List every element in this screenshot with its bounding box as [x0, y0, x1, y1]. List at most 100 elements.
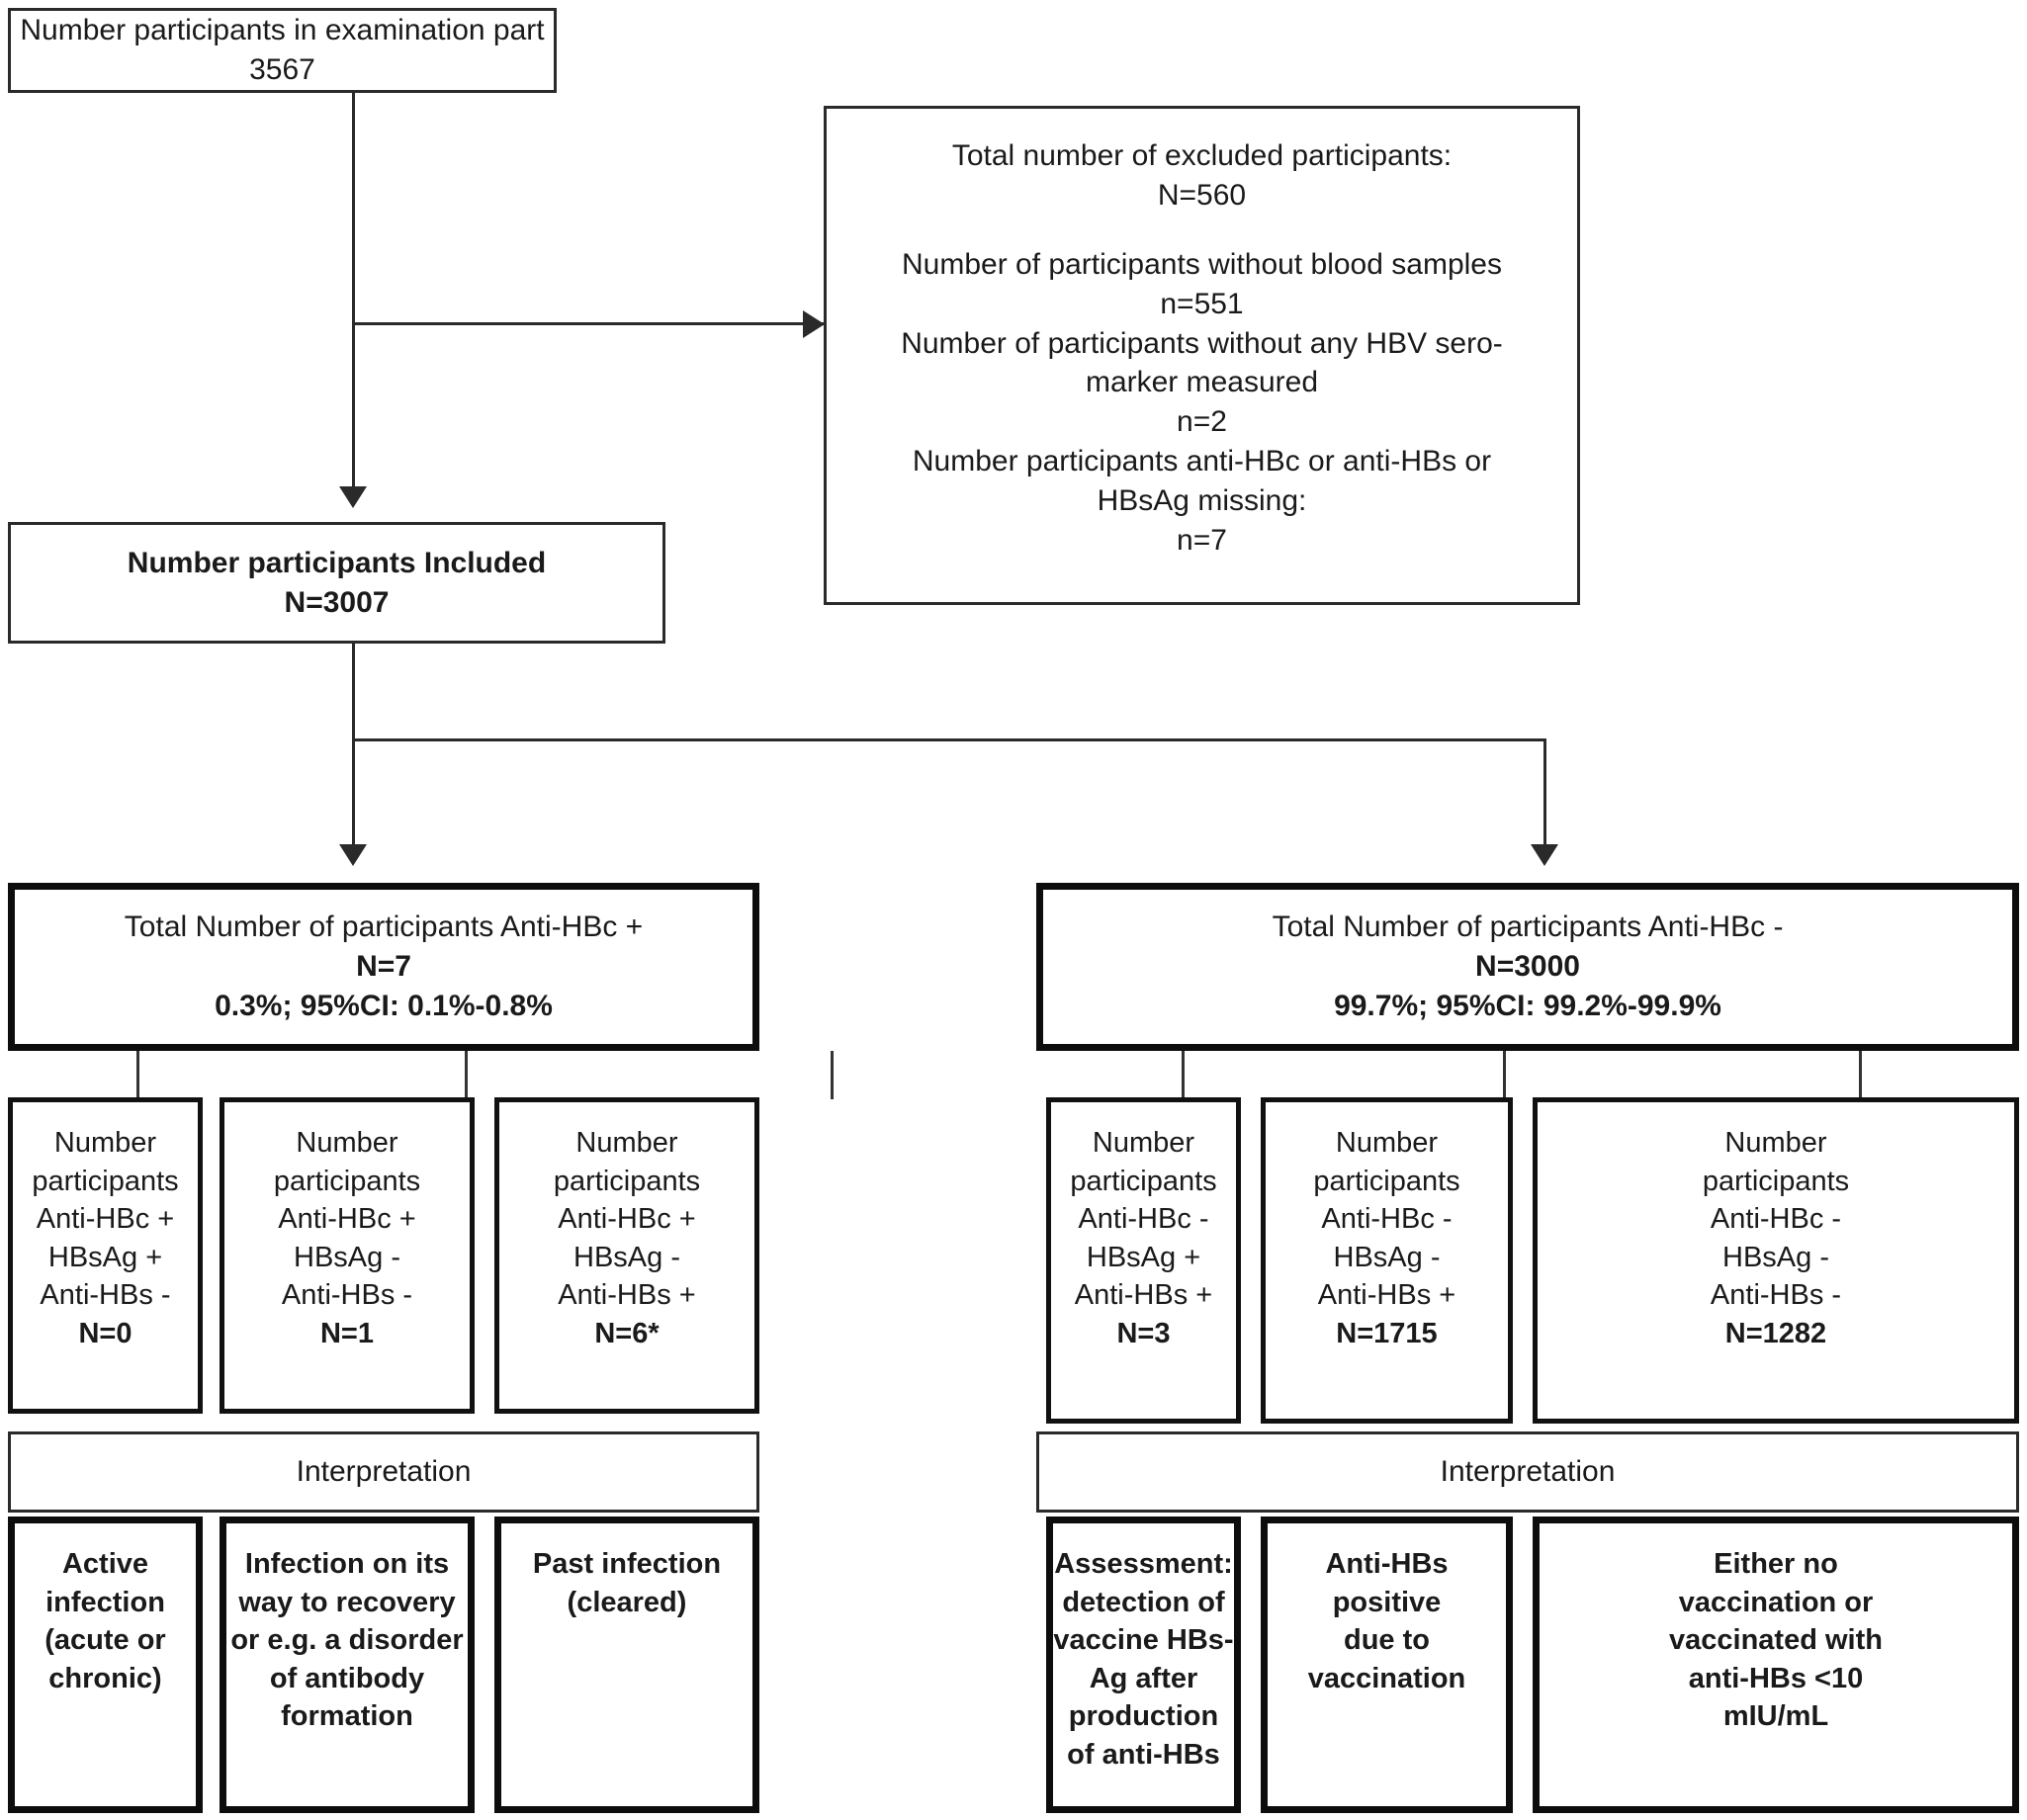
box-branch-header-anti-hbc-positive: Total Number of participants Anti-HBc + …	[8, 883, 759, 1051]
cell-left-3-l2: participants	[553, 1165, 701, 1197]
connector-trunk-top	[352, 93, 355, 493]
interp-right-1-l6: of anti-HBs	[1067, 1738, 1220, 1771]
interp-right-2-l2: due to	[1344, 1624, 1430, 1657]
arrow-to-branch-right	[1531, 844, 1558, 866]
branch-left-ci: 0.3%; 95%CI: 0.1%-0.8%	[215, 989, 553, 1022]
connector-stub-right-2	[1503, 1051, 1506, 1099]
arrow-to-branch-left	[339, 844, 367, 866]
interp-right-3-l1: Either no	[1714, 1548, 1838, 1580]
excluded-title: Total number of excluded participants:	[951, 139, 1453, 172]
excluded-no-marker-label-a: Number of participants without any HBV s…	[901, 326, 1503, 360]
interp-right-2-l3: vaccination	[1307, 1662, 1466, 1694]
cell-right-3-count: N=1282	[1724, 1317, 1827, 1349]
box-interpretation-right-2: Anti-HBs positive due to vaccination	[1261, 1517, 1513, 1813]
cell-left-1-l1: Number	[53, 1127, 157, 1159]
connector-branch-right-down	[1543, 738, 1546, 851]
connector-to-excluded	[352, 322, 824, 325]
interp-right-1-l2: detection of	[1062, 1586, 1225, 1618]
branch-right-ci: 99.7%; 95%CI: 99.2%-99.9%	[1334, 989, 1721, 1022]
cell-right-2-l3: Anti-HBc -	[1321, 1203, 1453, 1236]
cell-left-3-count: N=6*	[594, 1317, 660, 1349]
interp-right-3-l3: vaccinated with	[1669, 1624, 1883, 1657]
banner-interpretation-left: Interpretation	[8, 1431, 759, 1513]
excluded-no-marker-label-b: marker measured	[1085, 366, 1319, 399]
interp-left-2-l4: of antibody	[269, 1662, 425, 1694]
interpretation-label-right: Interpretation	[1440, 1455, 1616, 1489]
cell-right-2-count: N=1715	[1336, 1317, 1438, 1349]
branch-right-count: N=3000	[1475, 950, 1580, 984]
interp-left-1-l2: infection	[45, 1586, 165, 1618]
connector-stub-left-2	[465, 1051, 468, 1099]
box-cell-right-3: Number participants Anti-HBc - HBsAg - A…	[1533, 1097, 2019, 1424]
interp-right-1-l4: Ag after	[1089, 1662, 1198, 1694]
excluded-total: N=560	[1157, 178, 1247, 212]
cell-left-3-l1: Number	[575, 1127, 678, 1159]
cell-right-1-l1: Number	[1092, 1127, 1195, 1159]
interp-left-2-l2: way to recovery	[238, 1586, 456, 1618]
interp-right-3-l5: mIU/mL	[1722, 1700, 1829, 1733]
interp-right-1-l5: production	[1068, 1700, 1219, 1733]
cell-left-1-l2: participants	[32, 1165, 179, 1197]
cell-left-2-l4: HBsAg -	[294, 1241, 400, 1273]
box-cell-left-1: Number participants Anti-HBc + HBsAg + A…	[8, 1097, 203, 1414]
cell-left-2-l5: Anti-HBs -	[281, 1279, 413, 1312]
box-interpretation-left-1: Active infection (acute or chronic)	[8, 1517, 203, 1813]
box-cell-right-1: Number participants Anti-HBc - HBsAg + A…	[1046, 1097, 1241, 1424]
interpretation-label-left: Interpretation	[296, 1455, 472, 1489]
connector-stub-left-1	[136, 1051, 139, 1099]
cell-left-3-l4: HBsAg -	[573, 1241, 680, 1273]
cell-right-2-l2: participants	[1313, 1165, 1460, 1197]
excluded-missing-label-a: Number participants anti-HBc or anti-HBs…	[912, 445, 1492, 478]
box-branch-header-anti-hbc-negative: Total Number of participants Anti-HBc - …	[1036, 883, 2019, 1051]
total-participants-label: Number participants in examination part	[20, 14, 545, 47]
cell-left-1-l3: Anti-HBc +	[36, 1203, 175, 1236]
interp-right-1-l1: Assessment:	[1054, 1548, 1233, 1580]
arrow-to-included	[339, 486, 367, 508]
branch-left-count: N=7	[356, 950, 411, 984]
cell-right-1-l2: participants	[1070, 1165, 1217, 1197]
interp-left-2-l5: formation	[281, 1700, 413, 1733]
cell-right-1-l5: Anti-HBs +	[1074, 1279, 1213, 1312]
cell-left-1-l5: Anti-HBs -	[40, 1279, 171, 1312]
cell-right-1-l4: HBsAg +	[1086, 1241, 1201, 1273]
cell-left-2-l2: participants	[273, 1165, 421, 1197]
connector-stub-left-3	[831, 1051, 834, 1099]
box-excluded-participants: Total number of excluded participants: N…	[824, 106, 1580, 605]
cell-left-2-l3: Anti-HBc +	[278, 1203, 416, 1236]
interp-left-2-l3: or e.g. a disorder	[230, 1624, 464, 1657]
box-interpretation-left-3: Past infection (cleared)	[494, 1517, 759, 1813]
cell-left-1-count: N=0	[78, 1317, 132, 1349]
cell-right-3-l2: participants	[1702, 1165, 1850, 1197]
branch-right-title: Total Number of participants Anti-HBc -	[1272, 910, 1784, 944]
cell-right-2-l4: HBsAg -	[1333, 1241, 1441, 1273]
included-count: N=3007	[284, 585, 390, 619]
excluded-no-blood-label: Number of participants without blood sam…	[902, 247, 1502, 281]
interp-right-1-l3: vaccine HBs-	[1053, 1624, 1234, 1657]
cell-right-3-l1: Number	[1724, 1127, 1827, 1159]
interp-left-1-l1: Active	[61, 1548, 149, 1580]
box-interpretation-right-3: Either no vaccination or vaccinated with…	[1533, 1517, 2019, 1813]
box-cell-right-2: Number participants Anti-HBc - HBsAg - A…	[1261, 1097, 1513, 1424]
cell-right-2-l5: Anti-HBs +	[1317, 1279, 1456, 1312]
excluded-no-blood-count: n=551	[1160, 287, 1244, 320]
interp-right-3-l4: anti-HBs <10	[1688, 1662, 1864, 1694]
interp-left-3-l2: (cleared)	[567, 1586, 687, 1618]
box-interpretation-right-1: Assessment: detection of vaccine HBs- Ag…	[1046, 1517, 1241, 1813]
excluded-missing-count: n=7	[1177, 524, 1227, 558]
cell-right-2-l1: Number	[1335, 1127, 1439, 1159]
total-participants-count: 3567	[249, 53, 315, 86]
cell-right-1-l3: Anti-HBc -	[1078, 1203, 1209, 1236]
interp-left-1-l3: (acute or	[44, 1624, 166, 1657]
cell-right-3-l5: Anti-HBs -	[1710, 1279, 1842, 1312]
connector-included-down	[352, 644, 355, 851]
box-total-participants: Number participants in examination part …	[8, 8, 557, 93]
box-cell-left-2: Number participants Anti-HBc + HBsAg - A…	[220, 1097, 475, 1414]
cell-left-2-count: N=1	[319, 1317, 374, 1349]
interp-left-3-l1: Past infection	[532, 1548, 722, 1580]
arrow-to-excluded	[803, 310, 825, 338]
excluded-no-marker-count: n=2	[1177, 405, 1227, 439]
cell-left-3-l5: Anti-HBs +	[558, 1279, 696, 1312]
branch-left-title: Total Number of participants Anti-HBc +	[124, 910, 644, 944]
interp-left-2-l1: Infection on its	[244, 1548, 450, 1580]
